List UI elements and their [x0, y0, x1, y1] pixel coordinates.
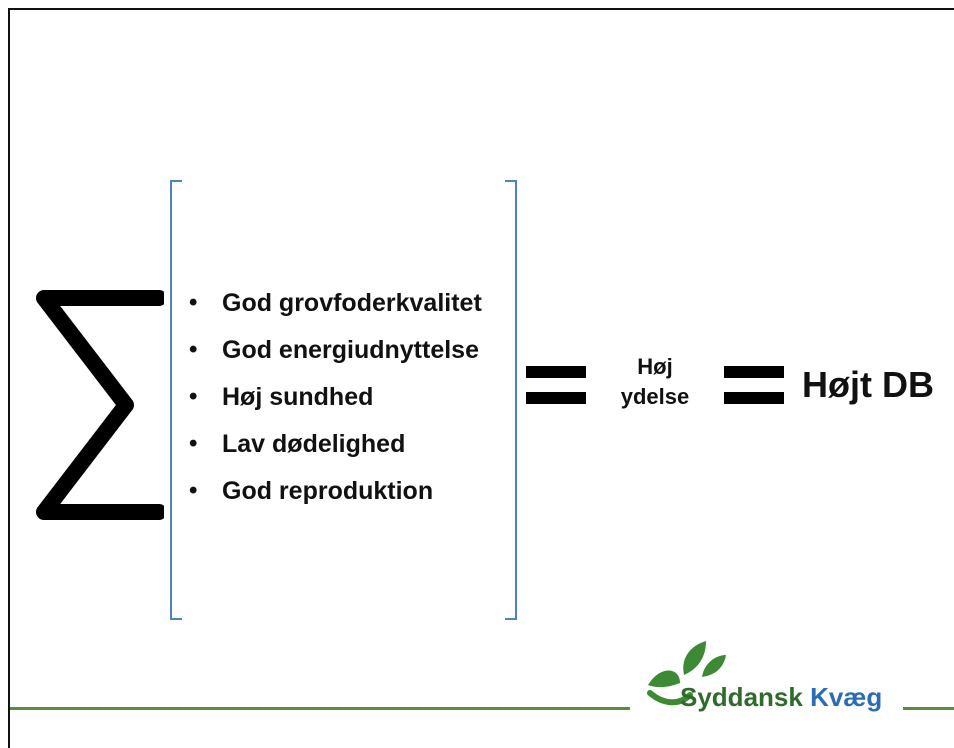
bullet-icon: •: [189, 289, 198, 316]
footer-rule-left: [10, 707, 630, 710]
result-high-db: Højt DB: [802, 364, 934, 405]
left-bracket: [170, 180, 182, 620]
list-item: • Lav dødelighed: [187, 425, 482, 472]
factor-label: God reproduktion: [222, 477, 434, 505]
factor-label: Lav dødelighed: [222, 430, 406, 458]
result-high-yield: Høj ydelse: [620, 354, 690, 409]
logo-word-1: Syddansk: [680, 682, 803, 712]
logo-text: Syddansk Kvæg: [680, 682, 882, 713]
equals-icon: [724, 366, 784, 404]
bullet-icon: •: [189, 336, 198, 363]
list-item: • Høj sundhed: [187, 378, 482, 425]
factor-label: God energiudnyttelse: [222, 336, 479, 364]
factor-list: • God grovfoderkvalitet • God energiudnytt…: [187, 284, 482, 519]
logo-word-2: Kvæg: [810, 682, 883, 712]
factor-label: God grovfoderkvalitet: [222, 289, 482, 317]
bullet-icon: •: [189, 477, 198, 504]
leaf-logo-icon: [647, 641, 726, 706]
list-item: • God grovfoderkvalitet: [187, 284, 482, 331]
factor-label: Høj sundhed: [222, 383, 374, 411]
right-bracket: [505, 180, 517, 620]
bullet-icon: •: [189, 383, 198, 410]
slide-frame: [8, 8, 954, 748]
list-item: • God reproduktion: [187, 472, 482, 519]
bullet-icon: •: [189, 430, 198, 457]
list-item: • God energiudnyttelse: [187, 331, 482, 378]
footer-rule-right: [903, 707, 954, 710]
sigma-icon: [36, 290, 164, 520]
equals-icon: [526, 366, 586, 404]
